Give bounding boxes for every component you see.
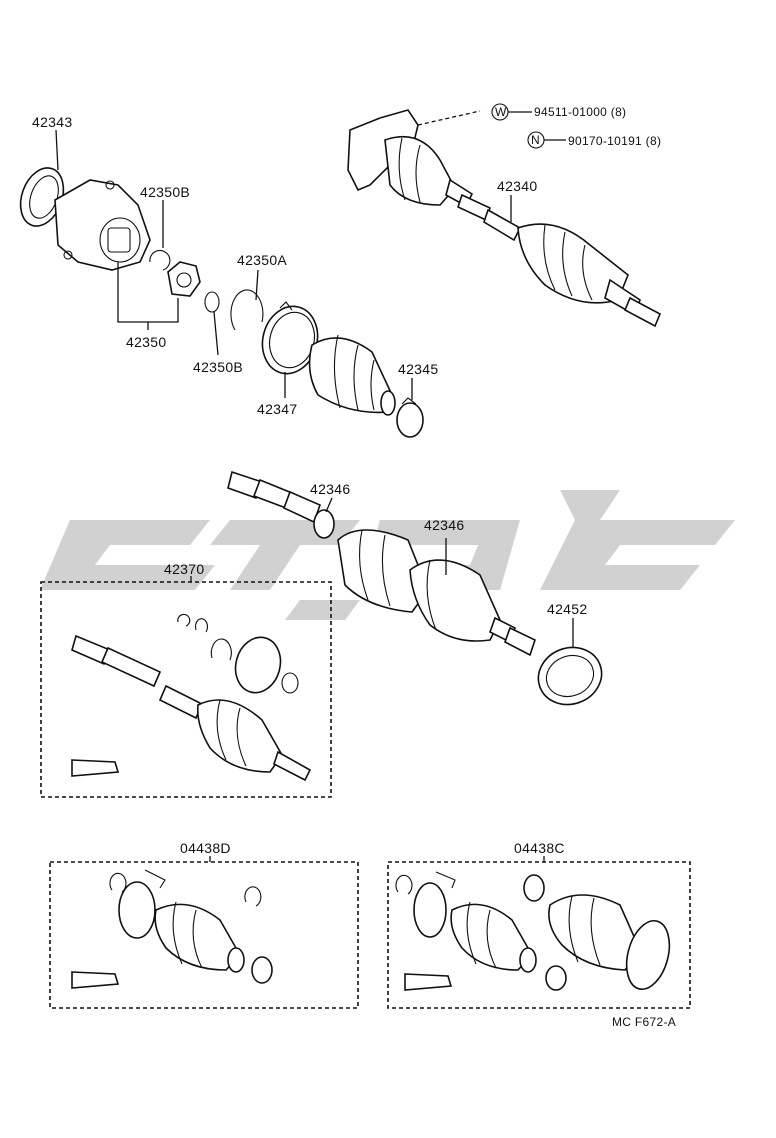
callout-42350A: 42350A xyxy=(237,252,287,268)
nut-symbol: N xyxy=(531,133,540,147)
kit-box-04438C xyxy=(387,861,691,1009)
leader-94511 xyxy=(417,110,481,126)
kit-box-04438D xyxy=(49,861,359,1009)
boot-upper xyxy=(308,334,396,416)
kit-04438D-parts xyxy=(71,869,273,989)
callout-42350: 42350 xyxy=(126,334,166,350)
leader-42350A xyxy=(255,269,259,301)
kit-42370-parts xyxy=(71,613,312,782)
leader-42350B-bottom xyxy=(213,311,219,356)
washer-symbol: W xyxy=(495,105,507,119)
boot-middle-42346 xyxy=(337,529,536,657)
diagram-code: MC F672-A xyxy=(612,1015,676,1029)
callout-42347: 42347 xyxy=(257,401,297,417)
callout-42345: 42345 xyxy=(398,361,438,377)
callout-94511: 94511-01000 (8) xyxy=(534,105,626,119)
drive-shaft-assembly-42340 xyxy=(347,109,662,328)
ring-42350B xyxy=(204,291,220,313)
leader-42343 xyxy=(55,129,59,171)
callout-42452: 42452 xyxy=(547,601,587,617)
leader-42346-clamp xyxy=(325,497,333,513)
outboard-joint-housing xyxy=(54,179,151,271)
callout-42370: 42370 xyxy=(164,561,204,577)
callout-42343: 42343 xyxy=(32,114,72,130)
seal-42452 xyxy=(537,646,603,706)
callout-42350B-top: 42350B xyxy=(140,184,190,200)
clamp-42345 xyxy=(396,397,424,438)
snap-ring-42350B xyxy=(149,249,171,271)
callout-42340: 42340 xyxy=(497,178,537,194)
clamp-42346-small xyxy=(313,509,335,539)
callout-04438D: 04438D xyxy=(180,840,231,856)
shaft-middle xyxy=(227,470,322,524)
tripod-spider-42350 xyxy=(167,261,201,297)
callout-90170: 90170-10191 (8) xyxy=(568,134,661,148)
callout-04438C: 04438C xyxy=(514,840,565,856)
callout-42346-boot: 42346 xyxy=(424,517,464,533)
clip-42350A xyxy=(230,289,264,331)
callout-42350B-bottom: 42350B xyxy=(193,359,243,375)
callout-42346-clamp: 42346 xyxy=(310,481,350,497)
kit-04438C-parts xyxy=(395,871,671,991)
oil-seal-42343 xyxy=(19,167,65,227)
